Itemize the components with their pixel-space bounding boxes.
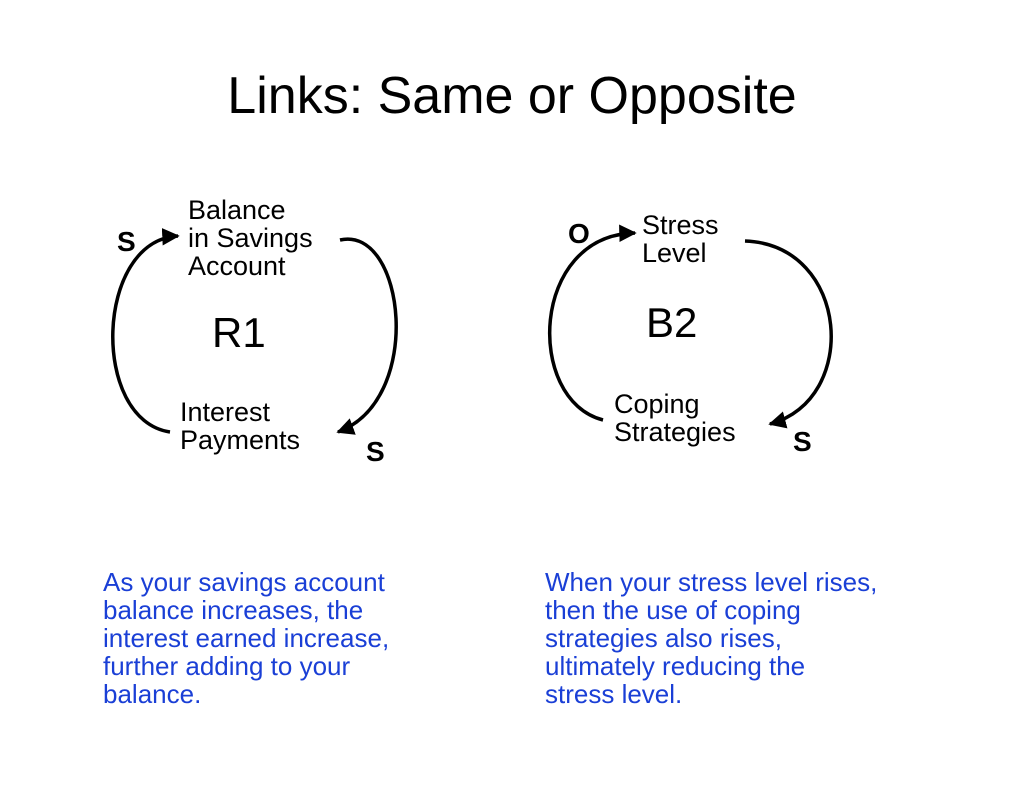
loop2-right-arrow	[744, 239, 833, 429]
balance-variable: Balance in Savings Account	[188, 195, 313, 281]
coping-variable: Coping Strategies	[614, 389, 736, 447]
loop-name-r1: R1	[212, 309, 266, 356]
polarity-label: S	[366, 436, 385, 467]
polarity-label: S	[117, 226, 136, 257]
stress-variable: Stress Level	[642, 210, 719, 268]
loop1-left-arrow	[111, 228, 180, 434]
page-title: Links: Same or Opposite	[227, 67, 797, 125]
interest-variable: Interest Payments	[180, 397, 301, 455]
loop2-left-arrow	[548, 224, 637, 422]
polarity-label: O	[568, 218, 590, 249]
loop1-right-arrow	[336, 237, 398, 435]
caption-b2: When your stress level rises, then the u…	[545, 567, 878, 709]
loop-name-b2: B2	[646, 299, 698, 346]
polarity-label: S	[793, 426, 812, 457]
caption-r1: As your savings account balance increase…	[103, 567, 390, 709]
